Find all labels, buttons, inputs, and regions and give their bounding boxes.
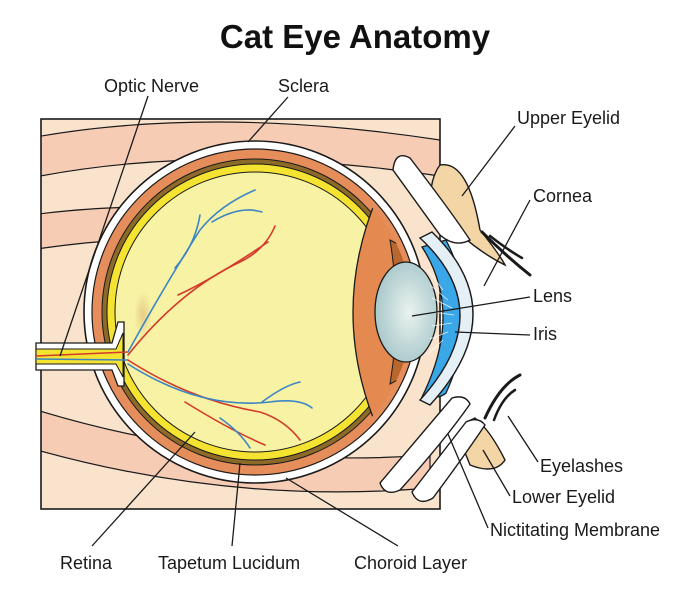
nictitating-membrane-lower-b [411, 418, 486, 503]
leader-nictitating-membrane [447, 433, 489, 529]
vein-lower-b [261, 381, 301, 403]
leader-lower-eyelid [482, 449, 511, 497]
leader-cornea [483, 199, 531, 287]
lower-eyelash-a [483, 373, 522, 420]
leader-upper-eyelid [461, 125, 516, 197]
leader-tapetum-lucidum [231, 462, 241, 547]
leader-lens [411, 296, 531, 317]
vein-upper-a [127, 189, 256, 353]
optic-disc [134, 291, 152, 339]
iris-fibers [427, 269, 455, 355]
vein-lower-a [127, 363, 313, 409]
label-upper-eyelid: Upper Eyelid [517, 108, 620, 128]
leader-sclera [247, 96, 289, 143]
leader-retina [91, 431, 196, 547]
upper-eyelash-a [480, 230, 532, 277]
label-choroid-layer: Choroid Layer [354, 553, 467, 573]
nictitating-membrane-upper [392, 155, 472, 244]
label-optic-nerve: Optic Nerve [104, 76, 199, 96]
artery-upper-b [177, 241, 269, 296]
leader-optic-nerve [59, 95, 149, 357]
label-lower-eyelid: Lower Eyelid [512, 487, 615, 507]
leader-choroid-layer [285, 477, 399, 547]
face-frame [40, 118, 441, 510]
leader-lines [59, 95, 539, 547]
label-tapetum-lucidum: Tapetum Lucidum [158, 553, 300, 573]
label-sclera: Sclera [278, 76, 330, 96]
lens [374, 261, 438, 363]
vein-lower-c [219, 417, 251, 449]
nictitating-membrane-lower-a [379, 396, 471, 493]
optic-nerve [35, 321, 129, 387]
vein-upper-b [174, 214, 201, 269]
eyeball [83, 140, 427, 484]
label-lens: Lens [533, 286, 572, 306]
label-eyelashes: Eyelashes [540, 456, 623, 476]
label-iris: Iris [533, 324, 557, 344]
label-cornea: Cornea [533, 186, 593, 206]
artery-lower-b [184, 401, 266, 446]
diagram-title: Cat Eye Anatomy [220, 18, 491, 55]
vein-upper-c [211, 209, 263, 223]
label-nictitating-membrane: Nictitating Membrane [490, 520, 660, 540]
cornea [418, 231, 474, 406]
leader-iris [454, 331, 531, 336]
upper-eyelash-b [488, 234, 524, 260]
retinal-vessels [127, 189, 313, 449]
eyelashes [480, 230, 532, 422]
label-retina: Retina [60, 553, 113, 573]
lower-eyelash-b [492, 388, 517, 422]
leader-eyelashes [507, 415, 539, 463]
artery-lower-a [127, 359, 301, 441]
